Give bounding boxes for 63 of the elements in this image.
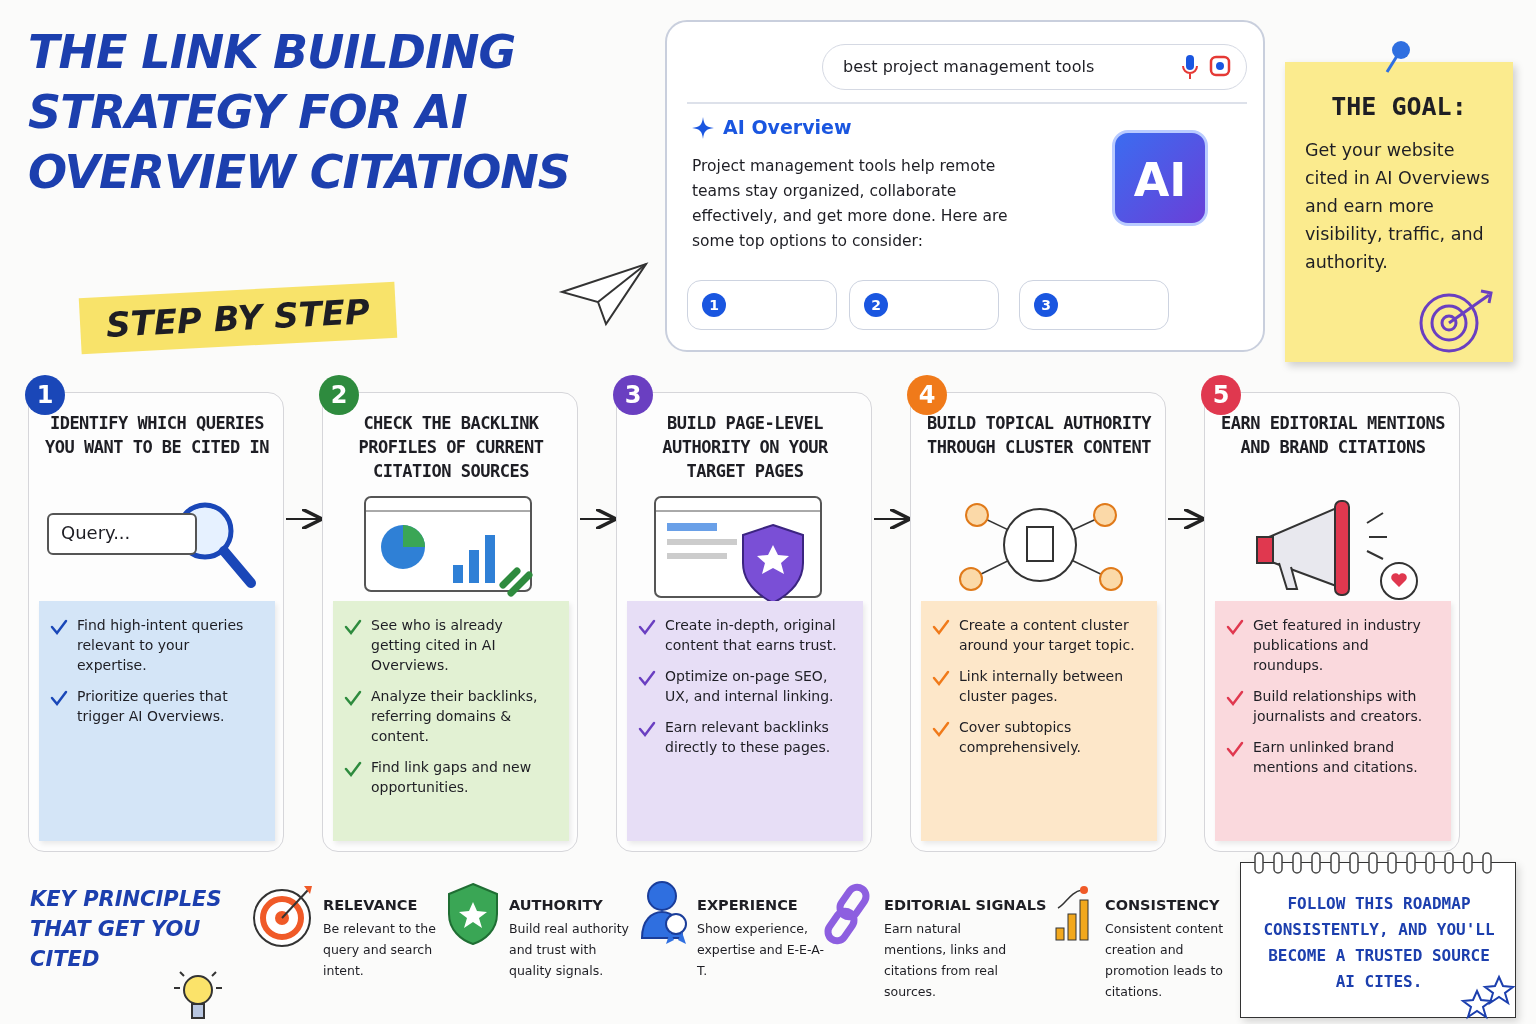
- step-number-badge: 4: [907, 375, 947, 415]
- paragraph: Project management tools help remote teams stay organized, collaborate effectively, and get more done. Here are some top options to consider:: [692, 156, 1009, 252]
- search-field: best project management tools: [822, 44, 1247, 90]
- step-number-badge: 1: [25, 375, 65, 415]
- number-badge: 2: [864, 293, 888, 317]
- step-heading: IDENTIFY WHICH QUERIES YOU WANT TO BE CITED IN: [44, 412, 270, 459]
- principle-text: Earn natural mentions, links and citations from real sources.: [884, 920, 1008, 1001]
- result-chip: [1019, 280, 1169, 330]
- arrow: [1168, 507, 1206, 531]
- title-text: THE LINK BUILDING STRATEGY FOR AI OVERVIEW CITATIONS: [28, 24, 571, 201]
- note-panel: [627, 601, 863, 841]
- step-heading: BUILD PAGE-LEVEL AUTHORITY ON YOUR TARGET PAGES: [661, 412, 829, 483]
- arrow: [874, 507, 912, 531]
- note-text: Get your website cited in AI Overviews and earn more visibility, traffic, and authority.: [1305, 139, 1491, 274]
- principle-text: Be relevant to the query and search intent.: [323, 920, 437, 980]
- bullet-text: Analyze their backlinks, referring domains & content.: [371, 687, 539, 746]
- bullet-text: Find high-intent queries relevant to your expertise.: [77, 616, 245, 675]
- bullet-text: Create in-depth, original content that earns trust.: [665, 616, 838, 655]
- note-heading: THE GOAL:: [1330, 92, 1468, 121]
- bullet-text: Link internally between cluster pages.: [959, 667, 1124, 706]
- principle-heading: CONSISTENCY: [1105, 897, 1220, 913]
- principle-text: Consistent content creation and promotion leads to citations.: [1105, 920, 1225, 1001]
- bullet-text: Get featured in industry publications and roundups.: [1253, 616, 1422, 675]
- subtitle-banner: STEP BY STEP: [78, 281, 398, 355]
- note-panel: [39, 601, 275, 841]
- number-badge: 1: [702, 293, 726, 317]
- bullet-text: Create a content cluster around your target topic.: [959, 616, 1136, 655]
- step-number-badge: 5: [1201, 375, 1241, 415]
- note-panel: [1215, 601, 1451, 841]
- bullet-text: Find link gaps and new opportunities.: [371, 758, 533, 797]
- principle-heading: AUTHORITY: [509, 897, 603, 913]
- arrow: [580, 507, 618, 531]
- section-heading: AI Overview: [723, 116, 852, 138]
- principle-heading: EDITORIAL SIGNALS: [884, 897, 1047, 913]
- chip-label: AI: [1132, 152, 1188, 209]
- result-chip: [849, 280, 999, 330]
- bullet-text: Earn unlinked brand mentions and citations.: [1253, 738, 1419, 777]
- bullet-text: See who is already getting cited in AI Overviews.: [371, 616, 504, 675]
- step-heading: EARN EDITORIAL MENTIONS AND BRAND CITATIONS: [1220, 412, 1446, 459]
- note-panel: [921, 601, 1157, 841]
- search-field: [47, 513, 197, 555]
- field-text: Query...: [61, 522, 131, 543]
- step-heading: BUILD TOPICAL AUTHORITY THROUGH CLUSTER CONTENT: [926, 412, 1153, 459]
- bullet-text: Build relationships with journalists and creators.: [1253, 687, 1424, 726]
- principle-text: Show experience, expertise and E-E-A-T.: [697, 920, 825, 980]
- bullet-text: Prioritize queries that trigger AI Overviews.: [77, 687, 229, 726]
- number-badge: 3: [1034, 293, 1058, 317]
- result-chip: [687, 280, 837, 330]
- note-text: FOLLOW THIS ROADMAP CONSISTENTLY, AND YOU'LL BECOME A TRUSTED SOURCE AI CITES.: [1262, 893, 1496, 993]
- bullet-text: Cover subtopics comprehensively.: [959, 718, 1082, 757]
- section-heading: KEY PRINCIPLES THAT GET YOU CITED: [30, 886, 223, 973]
- step-heading: CHECK THE BACKLINK PROFILES OF CURRENT CITATION SOURCES: [357, 412, 545, 483]
- ai-chip-icon: [1112, 130, 1208, 226]
- step-number-badge: 2: [319, 375, 359, 415]
- search-results-panel: [665, 20, 1265, 352]
- arrow: [286, 507, 324, 531]
- principle-heading: EXPERIENCE: [697, 897, 798, 913]
- principle-text: Build real authority and trust with quality signals.: [509, 920, 630, 980]
- principle-heading: RELEVANCE: [323, 897, 418, 913]
- bullet-text: Earn relevant backlinks directly to these pages.: [665, 718, 832, 757]
- step-number-badge: 3: [613, 375, 653, 415]
- note-panel: [333, 601, 569, 841]
- bullet-text: Optimize on-page SEO, UX, and internal linking.: [665, 667, 835, 706]
